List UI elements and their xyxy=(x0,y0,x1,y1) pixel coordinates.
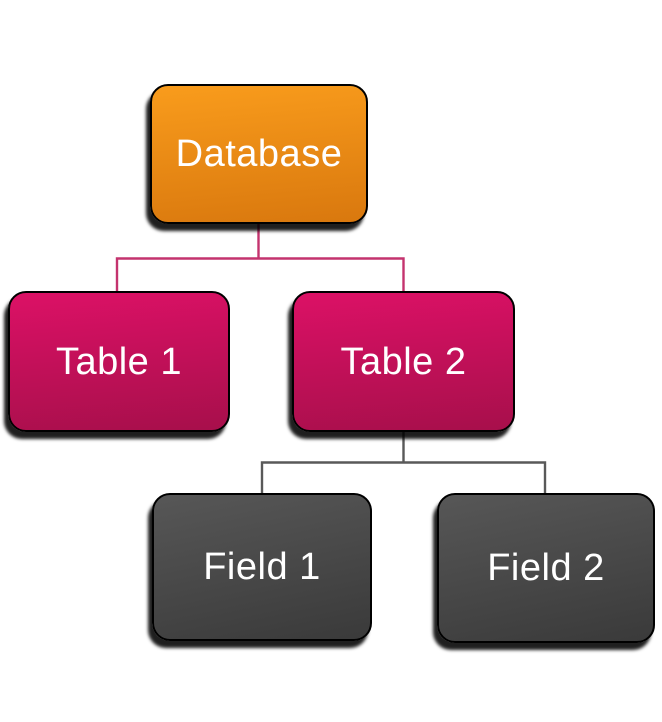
node-table-2: Table 2 xyxy=(292,291,515,432)
node-database-label: Database xyxy=(175,133,343,175)
node-table-2-label: Table 2 xyxy=(340,340,467,383)
connector-table2-to-fields xyxy=(260,428,547,496)
node-field-2-label: Field 2 xyxy=(487,547,605,589)
node-database: Database xyxy=(150,84,368,224)
node-table-1: Table 1 xyxy=(8,291,230,432)
connector-database-to-tables xyxy=(115,220,405,294)
node-table-1-label: Table 1 xyxy=(55,340,183,383)
node-field-1-label: Field 1 xyxy=(203,546,321,588)
node-field-1: Field 1 xyxy=(152,493,372,641)
node-field-2: Field 2 xyxy=(437,493,655,643)
